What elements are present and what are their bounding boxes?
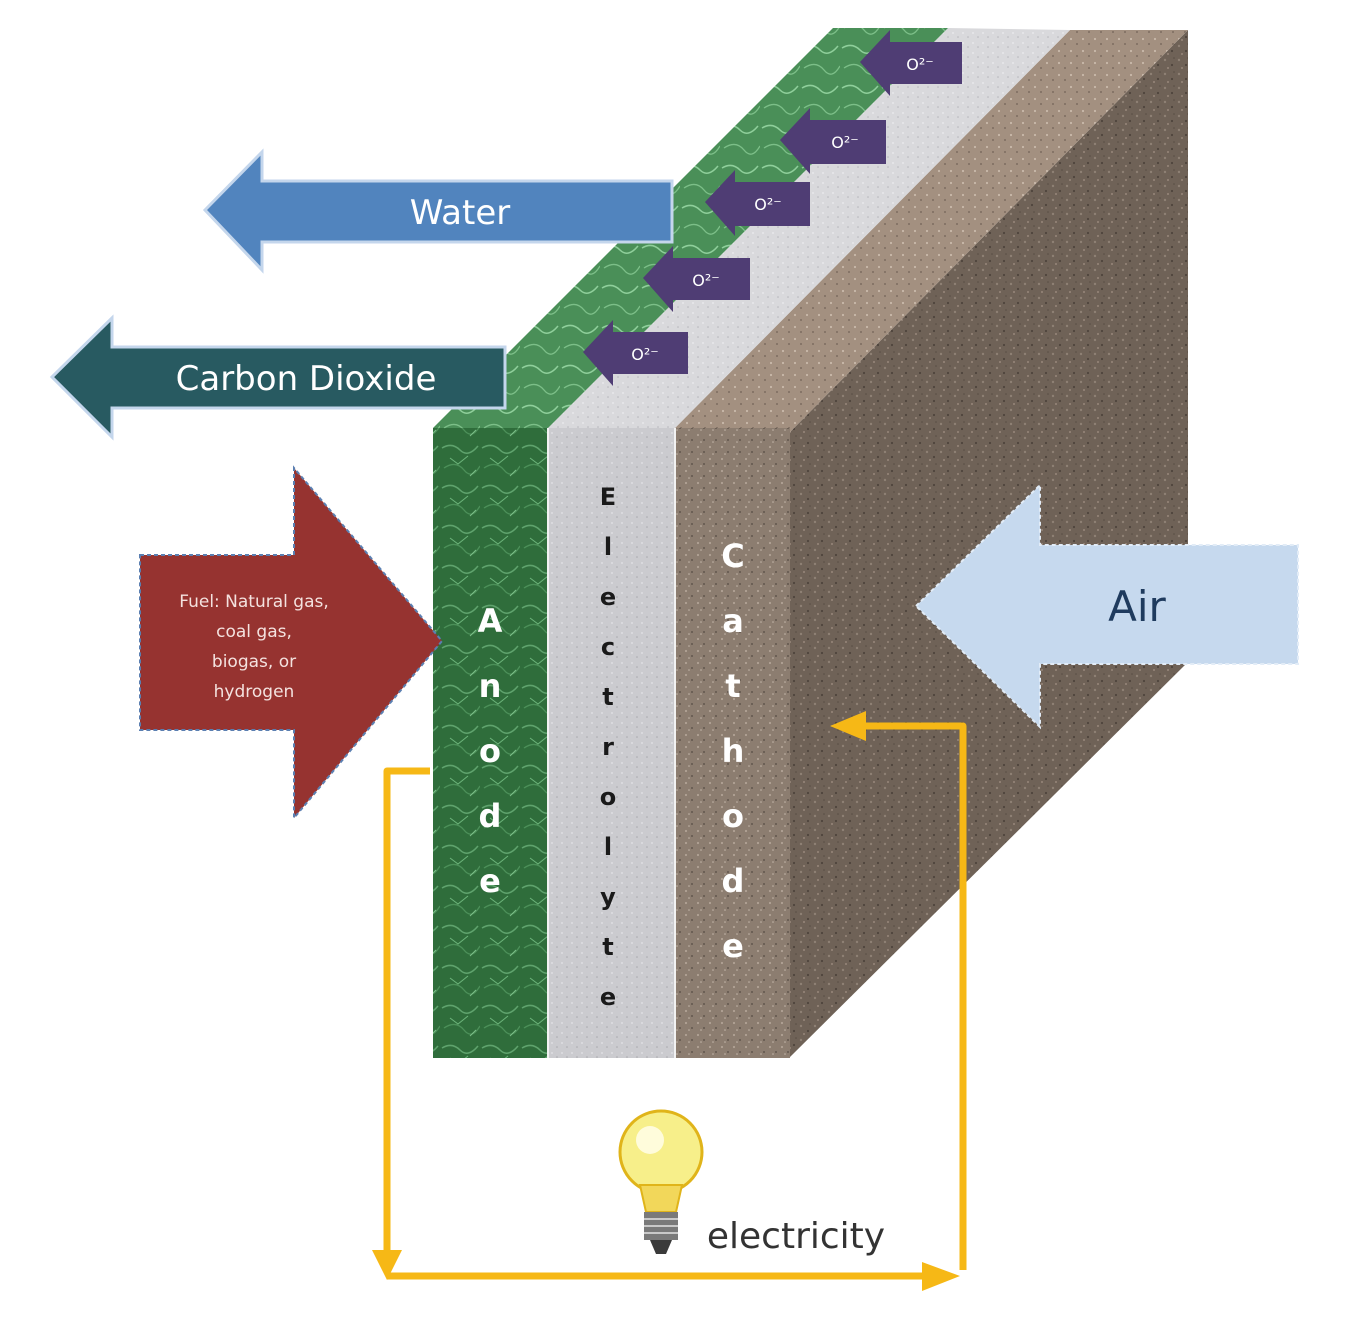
ion-label: O²⁻	[831, 133, 858, 152]
electrolyte-letter: e	[600, 583, 616, 611]
fuel-arrow: Fuel: Natural gas, coal gas, biogas, or …	[139, 465, 444, 821]
anode-letter: o	[479, 732, 501, 770]
electrolyte-letter: y	[600, 883, 616, 911]
fuel-label-line: biogas, or	[212, 652, 296, 672]
circuit-arrowhead	[830, 711, 866, 741]
carbon-dioxide-arrow: Carbon Dioxide	[49, 314, 507, 441]
cathode-top-face	[675, 30, 1188, 432]
electrolyte-letter: e	[600, 983, 616, 1011]
cathode-letter: a	[722, 602, 744, 640]
circuit-wire-left	[383, 767, 430, 1255]
ion-label: O²⁻	[906, 55, 933, 74]
light-bulb-icon	[618, 1109, 704, 1254]
cathode-letter: C	[721, 537, 744, 575]
electrolyte-letter: l	[604, 533, 612, 561]
cathode-letter: e	[722, 927, 744, 965]
ion-label: O²⁻	[754, 195, 781, 214]
cathode-letter: t	[725, 667, 740, 705]
electrolyte-top-face	[548, 28, 1070, 428]
fuel-label-line: hydrogen	[214, 682, 295, 702]
air-arrow: Air	[914, 482, 1299, 730]
anode-letter: n	[479, 667, 502, 705]
circuit-arrowhead	[372, 1250, 402, 1280]
cathode-letter: h	[722, 732, 745, 770]
ion-label: O²⁻	[631, 345, 658, 364]
cathode-label: C a t h o d e	[721, 537, 744, 965]
carbon-dioxide-label: Carbon Dioxide	[176, 359, 437, 399]
ion-arrow: O²⁻	[780, 108, 886, 174]
anode-label: A n o d e	[478, 602, 503, 900]
anode-letter: A	[478, 602, 503, 640]
electrolyte-label: E l e c t r o l y t e	[600, 483, 617, 1011]
ion-arrows: O²⁻ O²⁻ O²⁻ O²⁻ O²⁻	[583, 30, 962, 386]
air-label: Air	[1108, 582, 1166, 631]
water-arrow: Water	[202, 148, 674, 274]
electrolyte-letter: E	[600, 483, 616, 511]
external-circuit	[383, 722, 967, 1280]
cathode-layer	[675, 428, 790, 1058]
ion-arrow: O²⁻	[705, 170, 810, 236]
fuel-label-line: Fuel: Natural gas,	[179, 592, 329, 612]
electrolyte-letter: l	[604, 833, 612, 861]
electricity-label: electricity	[707, 1216, 885, 1257]
circuit-wire-right	[865, 722, 967, 1270]
cathode-letter: o	[722, 797, 744, 835]
electrolyte-letter: t	[602, 683, 613, 711]
ion-arrow: O²⁻	[583, 320, 688, 386]
electrolyte-letter: r	[602, 733, 614, 761]
fuel-label-line: coal gas,	[216, 622, 292, 642]
anode-letter: d	[479, 797, 502, 835]
electrolyte-letter: o	[600, 783, 617, 811]
anode-letter: e	[479, 862, 501, 900]
anode-layer	[433, 428, 548, 1058]
ion-arrow: O²⁻	[643, 246, 750, 312]
ion-arrow: O²⁻	[860, 30, 962, 96]
circuit-arrowhead	[922, 1262, 960, 1291]
ion-label: O²⁻	[692, 271, 719, 290]
cathode-letter: d	[722, 862, 745, 900]
electrolyte-letter: c	[601, 633, 615, 661]
water-label: Water	[410, 193, 511, 233]
electrolyte-letter: t	[602, 933, 613, 961]
electrolyte-layer	[548, 428, 675, 1058]
